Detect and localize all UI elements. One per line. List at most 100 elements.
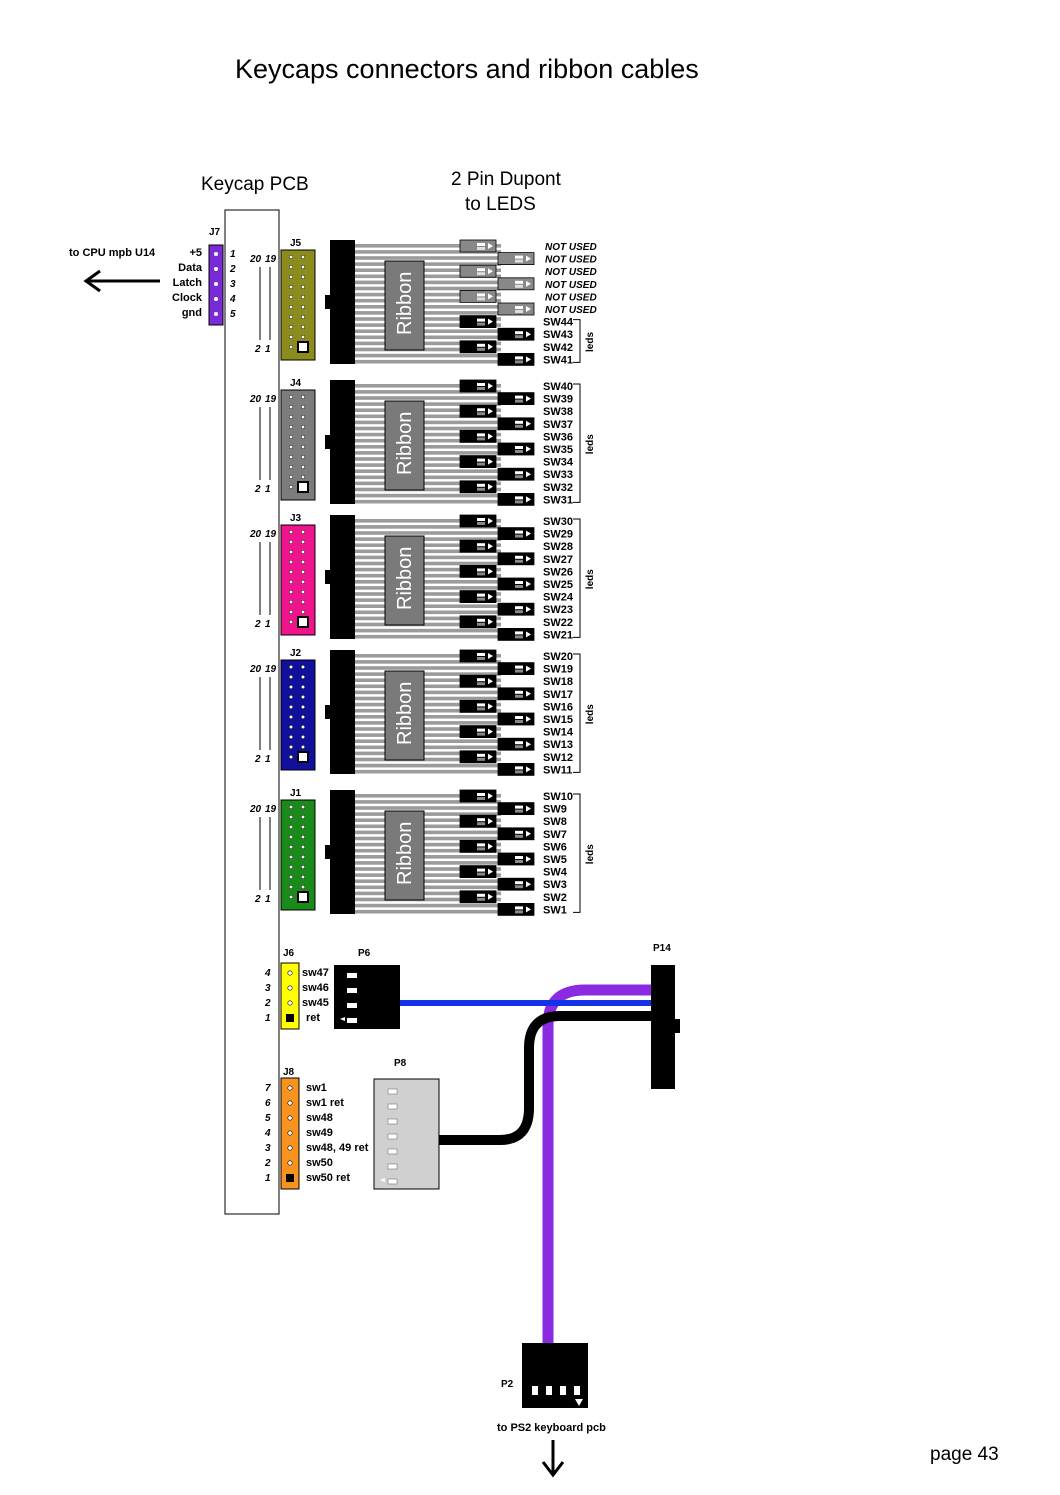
ribbon-wire [353,481,501,486]
j7-connector: J7 to CPU mpb U14 +5 Data Latch Clock gn… [69,227,236,326]
leds-label: leds [585,569,596,589]
header-pin [288,714,294,720]
switch-label: SW29 [543,529,573,541]
header-pin [288,264,294,270]
header-pin [300,264,306,270]
ribbon-wire [353,885,501,890]
switch-label: SW8 [543,816,567,828]
header-name: J5 [290,238,302,249]
pin-label-1: 1 [265,344,271,355]
header-pin [300,294,306,300]
dupont-connector [459,649,497,663]
ribbon-wire [353,769,501,774]
pin-label-19: 19 [265,394,277,405]
ribbon-wire [353,573,501,578]
pin-label-20: 20 [249,394,262,405]
header-pin [288,704,294,710]
j6-pin-label: sw47 [302,967,329,979]
dupont-connector [497,577,535,591]
header-pin [300,474,306,480]
header-pin [288,804,294,810]
ribbon-wire [353,499,501,504]
keycap-pcb-board [224,209,280,1215]
header-pin [288,464,294,470]
pin-label-1: 1 [265,484,271,495]
header-pin [288,284,294,290]
header-pin [300,579,306,585]
header-pin [300,569,306,575]
switch-label: SW18 [543,676,573,688]
header-pin [288,674,294,680]
leds-label: leds [585,332,596,352]
dupont-connector [459,480,497,494]
header-name: J3 [290,513,302,524]
ribbon-wire [353,628,501,633]
switch-label: SW4 [543,867,568,879]
p8-connector: P8 [373,1058,440,1190]
header-pin [288,324,294,330]
ribbon-wire [353,493,501,498]
dupont-connector [459,725,497,738]
header-pin [288,589,294,595]
header-pin [288,664,294,670]
ribbon-wire [353,812,501,816]
switch-label: NOT USED [545,305,597,316]
switch-label: NOT USED [545,242,597,253]
header-pin [300,284,306,290]
dupont-connector [459,615,497,629]
ribbon-wire [353,268,501,272]
j7-pin-number: 5 [230,309,236,320]
header-pin [300,664,306,670]
switch-label: SW42 [543,342,573,354]
header-pin [300,334,306,340]
header-name: J2 [290,648,302,659]
p2-body [522,1343,588,1408]
dupont-connector [497,552,535,566]
dupont-connector [459,455,497,469]
ribbon-wire [353,525,501,529]
ribbon-wire [353,286,501,291]
ribbon-wire [353,292,501,297]
dupont-connector [497,628,535,641]
dupont-connector [459,404,497,418]
switch-label: SW17 [543,689,573,701]
header-pin [300,714,306,720]
black-cable [438,1011,655,1145]
ribbon-wire [353,390,501,394]
switch-label: SW6 [543,841,567,853]
purple-cable [542,984,655,1345]
ribbon-wire [353,727,501,731]
j8-pin-label: sw1 ret [306,1097,344,1109]
ribbon-wire [353,848,501,853]
ribbon-wire [353,531,501,535]
header-pin [300,804,306,810]
p8-name: P8 [394,1058,407,1069]
j7-destination: to CPU mpb U14 [69,247,156,259]
dupont-connector [497,467,535,481]
switch-label: SW23 [543,604,573,616]
ribbon-wire [353,715,501,719]
ribbon-wire [353,457,501,461]
header-pin [288,414,294,420]
header-pin [288,344,294,350]
dupont-connector [459,789,497,803]
p14-connector: P14 [651,943,680,1089]
header-pin [288,609,294,615]
ribbon-label-box [384,670,425,761]
switch-label: SW28 [543,541,573,553]
pin-label-2: 2 [254,754,261,765]
header-pin [300,884,306,890]
switch-label: SW37 [543,419,573,431]
ribbon-wire [353,420,501,425]
header-pin [300,609,306,615]
dupont-connector [459,865,497,878]
j8-pin-number: 7 [265,1083,271,1094]
switch-label: SW26 [543,566,573,578]
ribbon-wire [353,861,501,865]
switch-label: SW40 [543,381,573,393]
ribbon-wire [353,873,501,877]
ribbon-wire [353,445,501,449]
idc-connector [330,515,355,639]
ribbon-wire [353,836,501,841]
